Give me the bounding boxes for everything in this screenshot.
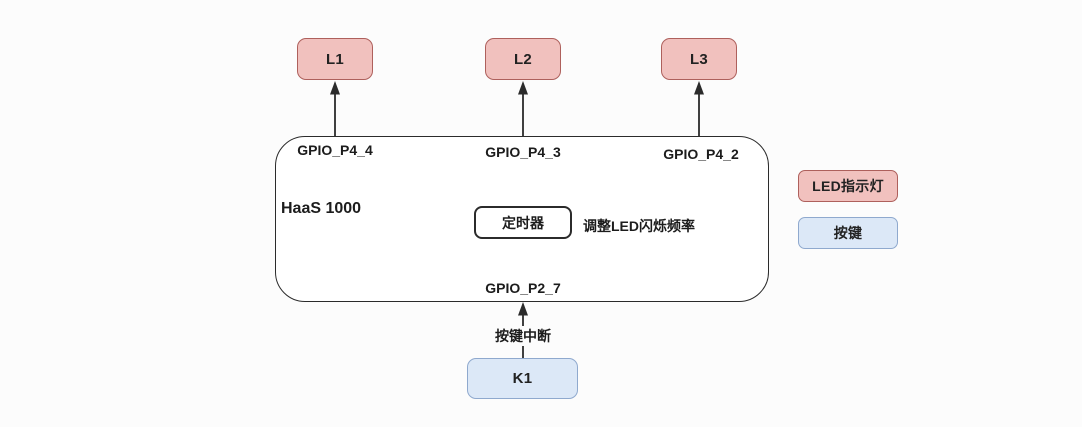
arrowhead-l1 xyxy=(330,81,340,95)
arrowhead-l3 xyxy=(694,81,704,95)
led-node-l2: L2 xyxy=(485,38,561,80)
key-node-k1-label: K1 xyxy=(512,370,533,387)
pin-label-gpio-p2-7: GPIO_P2_7 xyxy=(485,280,561,296)
legend-led-label: LED指示灯 xyxy=(812,178,884,194)
legend-key-label: 按键 xyxy=(833,225,863,241)
pin-label-gpio-p4-3: GPIO_P4_3 xyxy=(485,144,561,160)
timer-note: 调整LED闪烁频率 xyxy=(583,218,695,234)
board-title: HaaS 1000 xyxy=(281,200,362,217)
legend-key: 按键 xyxy=(798,217,898,249)
arrowhead-board-entry xyxy=(518,302,528,316)
legend-led-indicator: LED指示灯 xyxy=(798,170,898,202)
timer-box: 定时器 xyxy=(474,206,572,239)
solid-arrowheads xyxy=(330,81,704,316)
pin-label-gpio-p4-4: GPIO_P4_4 xyxy=(297,142,373,158)
led-node-l1-label: L1 xyxy=(325,50,345,68)
timer-label: 定时器 xyxy=(502,214,544,231)
led-node-l3-label: L3 xyxy=(689,50,709,68)
led-node-l1: L1 xyxy=(297,38,373,80)
arrowhead-l2 xyxy=(518,81,528,95)
interrupt-label: 按键中断 xyxy=(491,326,555,346)
led-node-l2-label: L2 xyxy=(513,50,533,68)
led-node-l3: L3 xyxy=(661,38,737,80)
key-node-k1: K1 xyxy=(467,358,578,399)
pin-label-gpio-p4-2: GPIO_P4_2 xyxy=(663,146,739,162)
